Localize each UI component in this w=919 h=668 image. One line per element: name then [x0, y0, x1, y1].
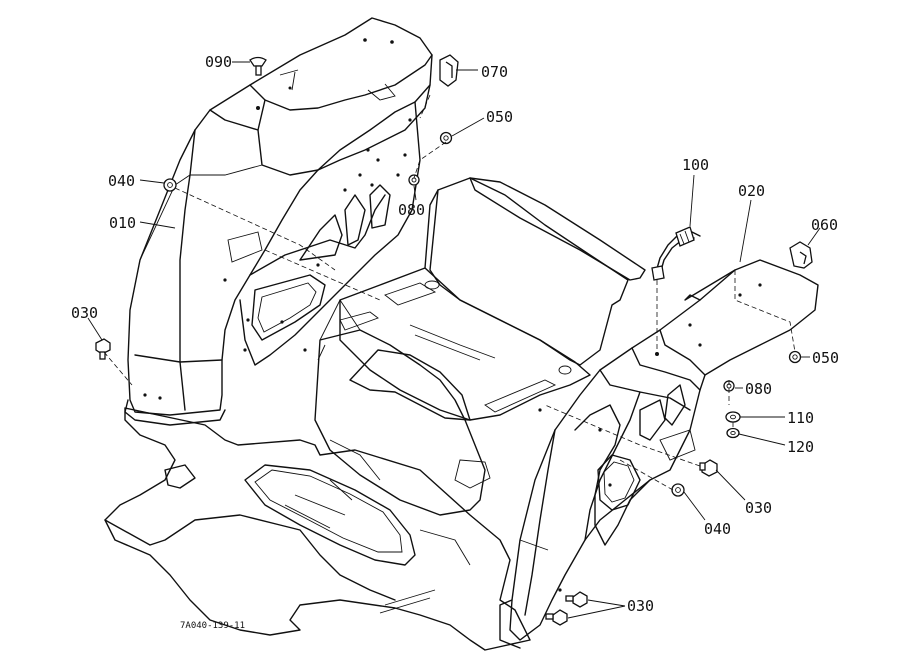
- callout-060: 060: [811, 216, 838, 234]
- callout-040-right: 040: [704, 520, 731, 538]
- callout-100: 100: [682, 156, 709, 174]
- bolt-030-bottom-lower: [545, 609, 568, 626]
- alignment-lines: [103, 94, 796, 491]
- washer-110: [725, 411, 741, 423]
- callout-080-left: 080: [398, 201, 425, 219]
- callout-030-mid: 030: [745, 499, 772, 517]
- callout-090: 090: [205, 53, 232, 71]
- callout-070: 070: [481, 63, 508, 81]
- callout-050-right: 050: [812, 349, 839, 367]
- nut-080-right: [723, 380, 735, 392]
- nut-050-left: [439, 131, 453, 145]
- leader-lines: [87, 61, 821, 619]
- clamp-070: [439, 54, 459, 87]
- left-fender: [124, 17, 433, 426]
- hose-100: [651, 226, 701, 281]
- callout-020: 020: [738, 182, 765, 200]
- nut-040-right: [671, 483, 685, 497]
- nut-050-right: [788, 350, 802, 364]
- callout-030-bottom: 030: [627, 597, 654, 615]
- nut-120: [726, 427, 740, 439]
- bolt-030-bottom-upper: [565, 591, 588, 608]
- callout-040-left: 040: [108, 172, 135, 190]
- callout-050-left: 050: [486, 108, 513, 126]
- floor-step-plate: [104, 407, 531, 651]
- callout-120: 120: [787, 438, 814, 456]
- callout-110: 110: [787, 409, 814, 427]
- callout-labels: 090 070 050 040 080 010 030 100 020 060 …: [71, 53, 839, 631]
- nut-040-left: [163, 178, 177, 192]
- bolt-030-mid: [699, 459, 718, 477]
- drawing-code: 7A040-139-11: [180, 621, 245, 631]
- hardware: [95, 54, 813, 626]
- right-fender: [499, 259, 819, 649]
- center-seat-cover: [314, 177, 646, 516]
- bolt-030-left: [95, 338, 111, 360]
- plug-090: [249, 56, 267, 76]
- clamp-060: [789, 241, 813, 269]
- callout-010: 010: [109, 214, 136, 232]
- callout-080-right: 080: [745, 380, 772, 398]
- nut-080-left: [408, 174, 420, 186]
- callout-030-left: 030: [71, 304, 98, 322]
